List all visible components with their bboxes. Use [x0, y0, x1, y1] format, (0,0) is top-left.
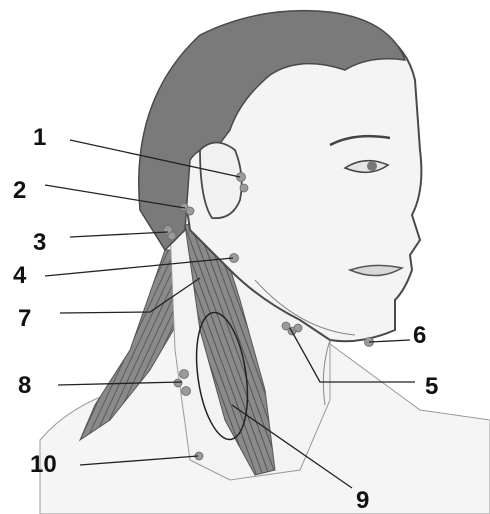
label-3: 3 — [33, 229, 46, 256]
leader-3 — [70, 232, 168, 237]
label-9: 9 — [356, 487, 369, 514]
label-5: 5 — [425, 373, 438, 400]
node-posterior-cervical-3 — [182, 387, 191, 396]
node-submandibular-3 — [294, 324, 302, 332]
node-posterior-cervical — [180, 370, 189, 379]
leader-6 — [369, 340, 410, 342]
eye-iris — [367, 161, 377, 171]
label-4: 4 — [13, 262, 27, 289]
label-1: 1 — [33, 124, 46, 151]
label-10: 10 — [30, 451, 57, 478]
label-7: 7 — [18, 305, 31, 332]
node-posterior-cervical-2 — [174, 379, 182, 387]
label-6: 6 — [413, 322, 426, 349]
node-postauricular-2 — [186, 207, 194, 215]
label-8: 8 — [18, 372, 31, 399]
node-preauricular-2 — [240, 184, 248, 192]
label-2: 2 — [13, 177, 26, 204]
ear — [200, 143, 242, 219]
node-occipital-2 — [168, 232, 176, 240]
